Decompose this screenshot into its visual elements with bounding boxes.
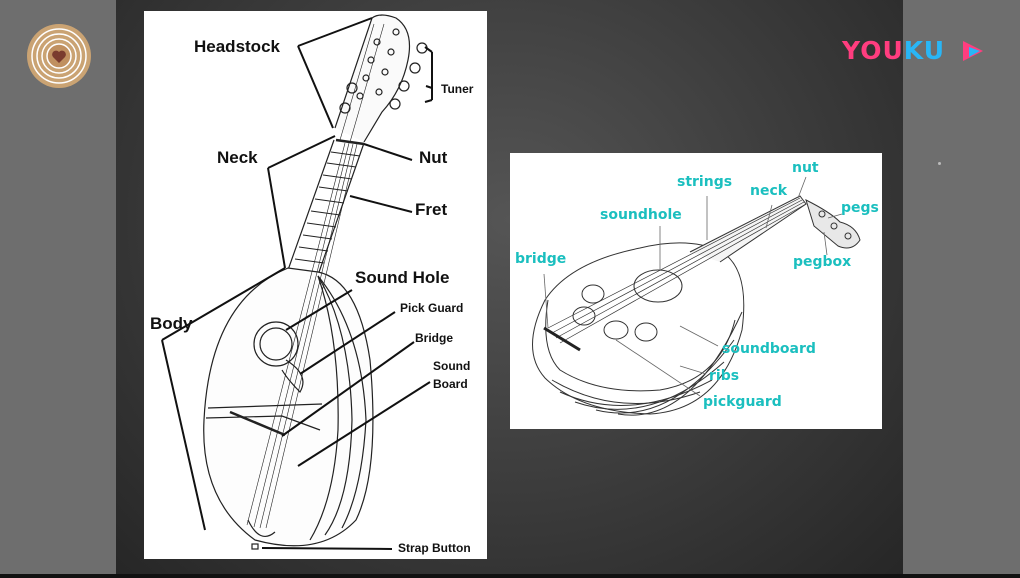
label-neck: Neck (217, 148, 258, 167)
label-pickguard: pickguard (703, 394, 782, 410)
label-strap-button: Strap Button (398, 541, 471, 555)
label-body: Body (150, 314, 193, 333)
right-side-bar (903, 0, 1020, 578)
label-tuner: Tuner (441, 82, 474, 96)
label-sound-hole: Sound Hole (355, 268, 450, 287)
youku-play-icon (960, 38, 986, 64)
label-fret: Fret (415, 200, 448, 219)
label-bridge-oud: bridge (515, 251, 567, 267)
label-soundhole: soundhole (600, 207, 682, 223)
label-sound-board-line2: Board (433, 377, 468, 391)
label-pegbox: pegbox (793, 254, 852, 270)
heart-badge-icon (26, 23, 92, 89)
label-soundboard: soundboard (722, 341, 816, 357)
oud-drawing (532, 176, 861, 416)
youku-text-a: YOU (842, 36, 904, 65)
label-pick-guard: Pick Guard (400, 301, 464, 315)
label-pegs: pegs (841, 200, 879, 216)
youku-text-b: KU (903, 36, 945, 65)
left-side-bar (0, 0, 116, 578)
mandolin-diagram: Headstock Tuner Neck Nut Fret Sound Hole… (144, 11, 487, 559)
label-headstock: Headstock (194, 37, 280, 56)
mandolin-drawing (161, 14, 433, 550)
label-ribs: ribs (709, 368, 740, 384)
oud-diagram: strings nut neck pegs soundhole pegbox b… (510, 153, 882, 429)
label-sound-board-line1: Sound (433, 359, 471, 373)
label-nut-oud: nut (792, 160, 819, 176)
youku-watermark: YOUKU (842, 36, 945, 65)
bottom-strip (0, 574, 1020, 578)
label-nut: Nut (419, 148, 448, 167)
label-neck-oud: neck (750, 183, 788, 199)
label-strings: strings (677, 174, 733, 190)
speck (938, 162, 941, 165)
label-bridge: Bridge (415, 331, 454, 345)
